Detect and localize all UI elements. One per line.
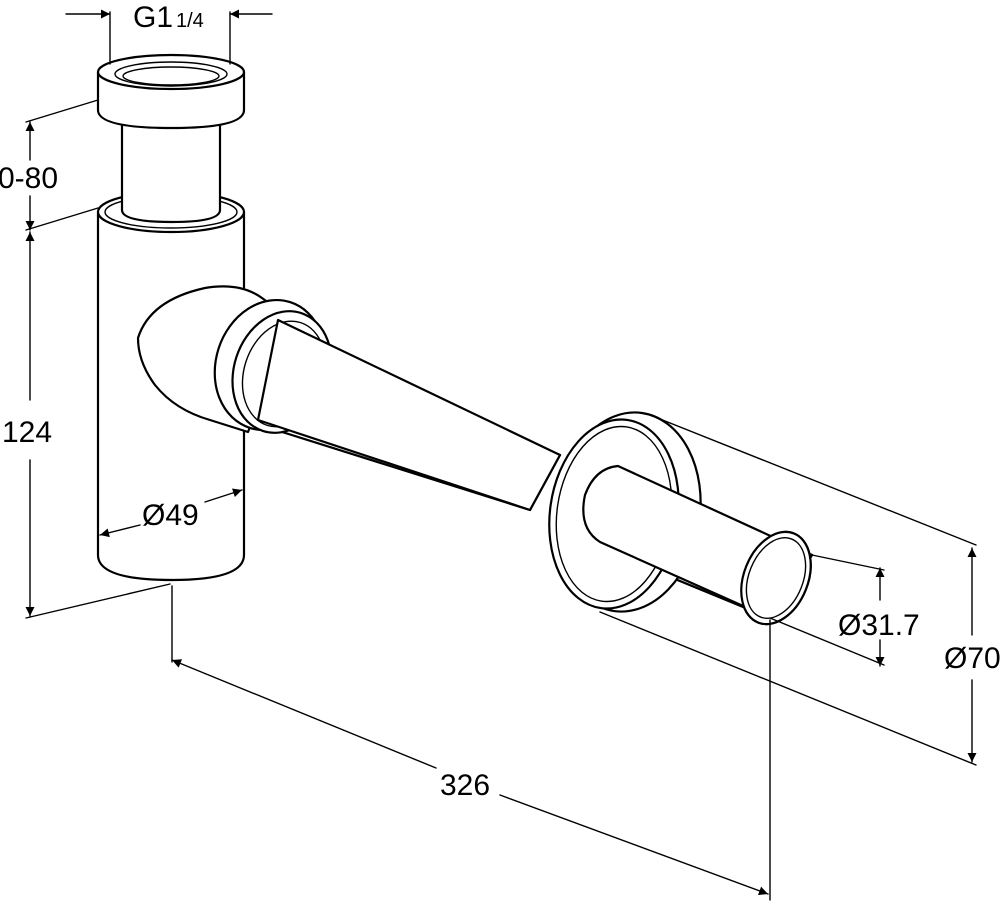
thread-label: G1 bbox=[133, 1, 173, 34]
body-diameter-label: Ø49 bbox=[142, 499, 199, 532]
length-label: 326 bbox=[440, 769, 490, 802]
pipe-diameter-label: Ø31.7 bbox=[838, 609, 920, 642]
dimension-labels: G1 1/4 0-80 124 Ø49 326 Ø31.7 Ø70 bbox=[0, 1, 1000, 802]
elbow-connector bbox=[136, 285, 562, 512]
dimension-lines bbox=[25, 9, 977, 901]
height-label: 124 bbox=[2, 416, 52, 449]
thread-fraction-label: 1/4 bbox=[176, 10, 204, 32]
adjust-range-label: 0-80 bbox=[0, 162, 58, 195]
rosette-diameter-label: Ø70 bbox=[944, 642, 1000, 675]
wall-rosette bbox=[548, 411, 814, 626]
